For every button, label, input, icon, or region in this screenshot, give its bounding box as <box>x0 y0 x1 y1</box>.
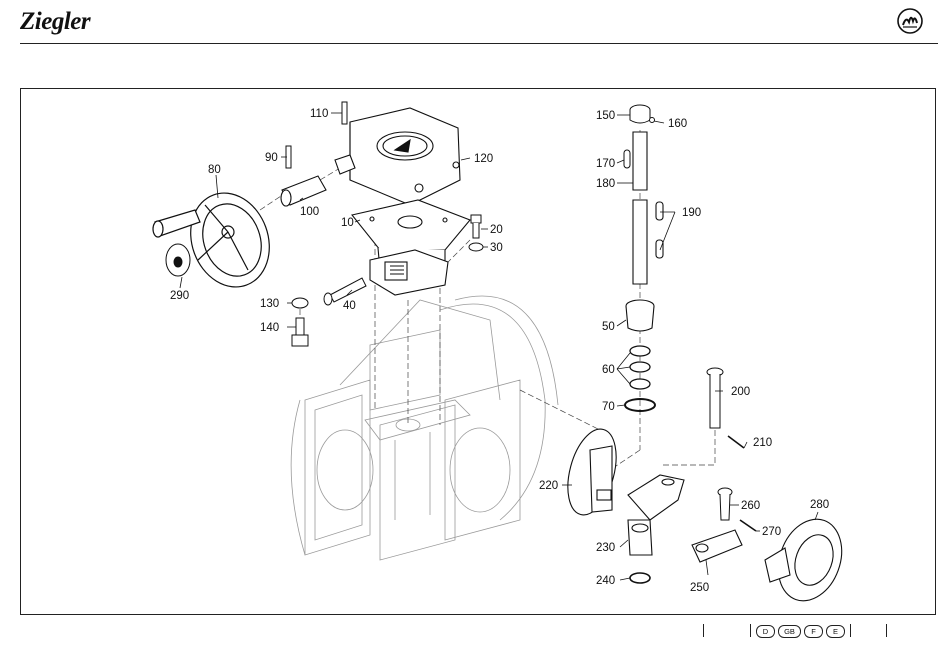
callout-230: 230 <box>596 542 615 554</box>
callout-250: 250 <box>690 582 709 594</box>
part-220-disc-lever <box>559 424 624 520</box>
part-180-upper-shaft <box>633 132 647 190</box>
language-badge-f[interactable]: F <box>804 625 823 638</box>
footer-divider <box>703 624 704 637</box>
callout-70: 70 <box>602 401 615 413</box>
callout-50: 50 <box>602 321 615 333</box>
callout-120: 120 <box>474 153 493 165</box>
callout-110: 110 <box>310 108 328 120</box>
callout-10: 10 <box>341 217 354 229</box>
part-60-seal-rings <box>630 346 650 389</box>
part-210-split-pin <box>728 436 744 448</box>
part-160-set-screw <box>650 118 655 123</box>
language-badge-d[interactable]: D <box>756 625 775 638</box>
callout-270: 270 <box>762 526 781 538</box>
callout-190: 190 <box>682 207 701 219</box>
callout-170: 170 <box>596 158 615 170</box>
part-20-bolt <box>471 215 481 238</box>
callout-220: 220 <box>539 480 558 492</box>
part-290-label-disc <box>166 244 190 276</box>
part-80-handwheel <box>153 182 282 298</box>
part-120-gearbox <box>350 108 460 205</box>
part-50-bushing <box>626 300 654 331</box>
part-130-washer <box>292 298 308 308</box>
callout-30: 30 <box>490 242 503 254</box>
callout-60: 60 <box>602 364 615 376</box>
part-250-link <box>692 530 742 562</box>
callout-260: 260 <box>741 500 760 512</box>
part-230-yoke <box>628 475 684 555</box>
callout-20: 20 <box>490 224 503 236</box>
callout-130: 130 <box>260 298 279 310</box>
part-170-key <box>624 150 630 168</box>
callout-200: 200 <box>731 386 750 398</box>
callout-100: 100 <box>300 206 319 218</box>
language-badge-e[interactable]: E <box>826 625 845 638</box>
part-100-shaft <box>281 155 355 206</box>
callout-210: 210 <box>753 437 772 449</box>
callout-160: 160 <box>668 118 687 130</box>
callout-80: 80 <box>208 164 221 176</box>
callout-180: 180 <box>596 178 615 190</box>
part-30-washer <box>469 243 483 251</box>
part-200-pin <box>707 368 723 428</box>
part-240-washer <box>630 573 650 583</box>
footer-divider <box>750 624 751 637</box>
valve-body-ghost <box>291 296 558 560</box>
part-140-hex-bolt <box>292 318 308 346</box>
part-270-split-pin <box>740 520 756 531</box>
footer-divider <box>850 624 851 637</box>
callout-140: 140 <box>260 322 279 334</box>
callout-150: 150 <box>596 110 615 122</box>
language-selector: D GB F E <box>756 625 845 638</box>
part-190-spindle <box>633 200 663 284</box>
footer-divider <box>886 624 887 637</box>
callout-290: 290 <box>170 290 189 302</box>
part-150-collar <box>630 105 650 123</box>
callout-240: 240 <box>596 575 615 587</box>
part-110-pin <box>342 102 347 124</box>
callout-numbers: 110 90 80 100 120 10 20 30 40 130 140 29… <box>170 108 829 594</box>
part-10-mounting-flange <box>352 200 470 295</box>
language-badge-gb[interactable]: GB <box>778 625 801 638</box>
callout-280: 280 <box>810 499 829 511</box>
part-260-pin <box>718 488 732 520</box>
callout-90: 90 <box>265 152 278 164</box>
callout-40: 40 <box>343 300 356 312</box>
